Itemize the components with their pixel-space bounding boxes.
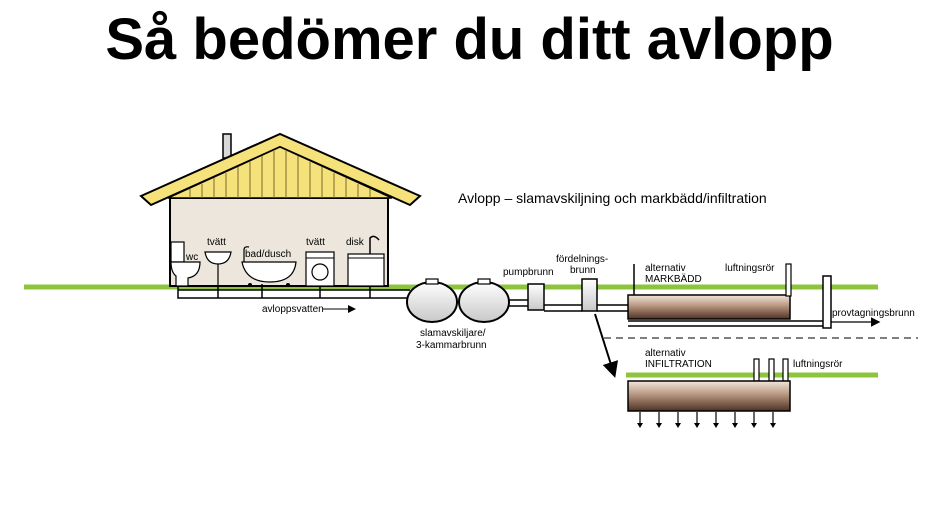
label-provtagningsbrunn: provtagningsbrunn bbox=[832, 308, 915, 319]
chimney bbox=[222, 133, 232, 159]
label-tvatt-sink: tvätt bbox=[207, 237, 226, 248]
label-alternativ-markbadd: alternativ bbox=[645, 263, 686, 274]
label-infiltration: INFILTRATION bbox=[645, 359, 712, 370]
label-fordelningsbrunn-2: brunn bbox=[570, 265, 596, 276]
label-wc: wc bbox=[185, 252, 198, 263]
washing-machine-icon bbox=[305, 251, 335, 287]
toilet-icon bbox=[170, 241, 201, 287]
vent-pipe bbox=[785, 263, 792, 297]
page-title: Så bedömer du ditt avlopp bbox=[105, 7, 834, 72]
label-3-kammarbrunn: 3-kammarbrunn bbox=[416, 340, 487, 351]
kitchen-sink-icon bbox=[347, 235, 385, 287]
septic-tank bbox=[406, 278, 510, 323]
bathtub-icon bbox=[241, 246, 297, 287]
label-bad-dusch: bad/dusch bbox=[245, 249, 291, 260]
sink-icon bbox=[204, 251, 232, 286]
label-avloppsvatten: avloppsvatten bbox=[262, 304, 324, 315]
infiltration-bed bbox=[627, 358, 791, 428]
gable bbox=[167, 146, 393, 199]
label-alternativ-infiltration: alternativ bbox=[645, 348, 686, 359]
outlet-pipes bbox=[508, 299, 628, 312]
label-disk: disk bbox=[346, 237, 365, 248]
drain-pipes bbox=[177, 284, 410, 299]
flow-arrow-infiltration bbox=[594, 313, 619, 378]
label-pumpbrunn: pumpbrunn bbox=[503, 267, 554, 278]
sand-filter-bed bbox=[627, 263, 881, 329]
diagram-subtitle: Avlopp – slamavskiljning och markbädd/in… bbox=[458, 190, 767, 206]
label-slamavskiljare: slamavskiljare/ bbox=[420, 328, 486, 339]
roof bbox=[139, 132, 422, 207]
sampling-well bbox=[822, 275, 832, 329]
label-markbadd: MARKBÄDD bbox=[645, 273, 702, 285]
label-fordelningsbrunn-1: fördelnings- bbox=[556, 254, 608, 265]
label-tvatt-machine: tvätt bbox=[306, 237, 325, 248]
distribution-well bbox=[581, 278, 598, 312]
label-luftningsror-1: luftningsrör bbox=[725, 263, 775, 274]
label-luftningsror-2: luftningsrör bbox=[793, 359, 843, 370]
pump-well bbox=[527, 283, 545, 311]
